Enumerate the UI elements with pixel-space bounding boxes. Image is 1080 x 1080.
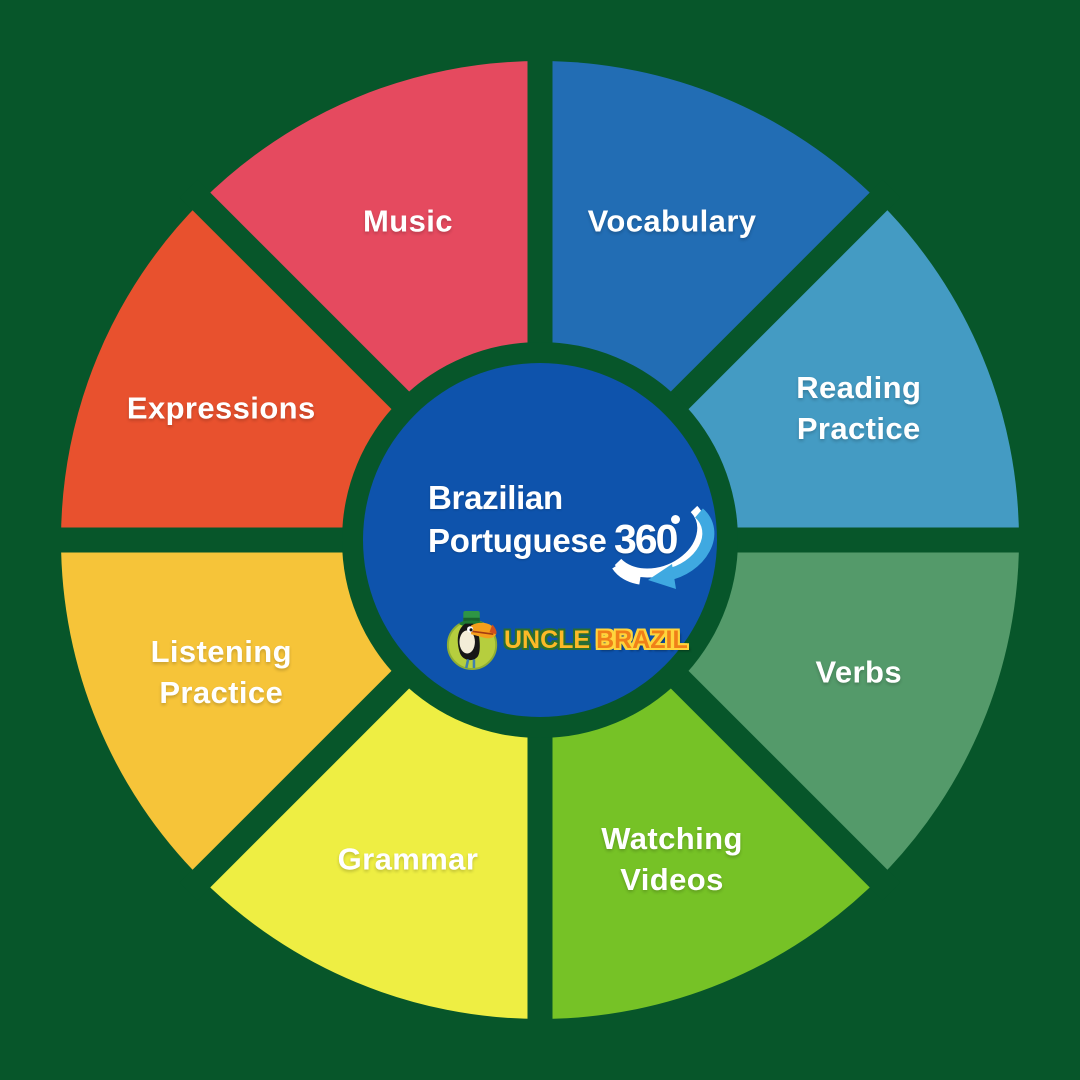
uncle-brazil-logo: UNCLE BRAZIL xyxy=(444,609,688,671)
center-title-line1: Brazilian xyxy=(428,479,563,516)
segment-label-verbs: Verbs xyxy=(815,654,902,690)
center-title-line2: Portuguese xyxy=(428,522,607,559)
badge-360-number: 360 xyxy=(614,516,678,562)
segment-label-expressions: Expressions xyxy=(126,390,316,426)
segment-label-vocabulary: Vocabulary xyxy=(587,203,757,239)
360-swoosh-icon xyxy=(612,505,715,589)
segment-label-grammar: Grammar xyxy=(337,841,479,877)
logo-word-brazil: BRAZIL xyxy=(596,625,688,654)
logo-word-uncle: UNCLE xyxy=(504,625,591,654)
toucan-mascot-icon xyxy=(446,611,498,670)
center-title: Brazilian Portuguese xyxy=(428,476,607,562)
segment-label-music: Music xyxy=(363,203,453,239)
badge-360: 360 xyxy=(604,496,720,592)
center-circle xyxy=(363,363,717,717)
degree-dot-icon xyxy=(671,515,680,524)
logo-wordmark: UNCLE BRAZIL xyxy=(504,626,688,655)
